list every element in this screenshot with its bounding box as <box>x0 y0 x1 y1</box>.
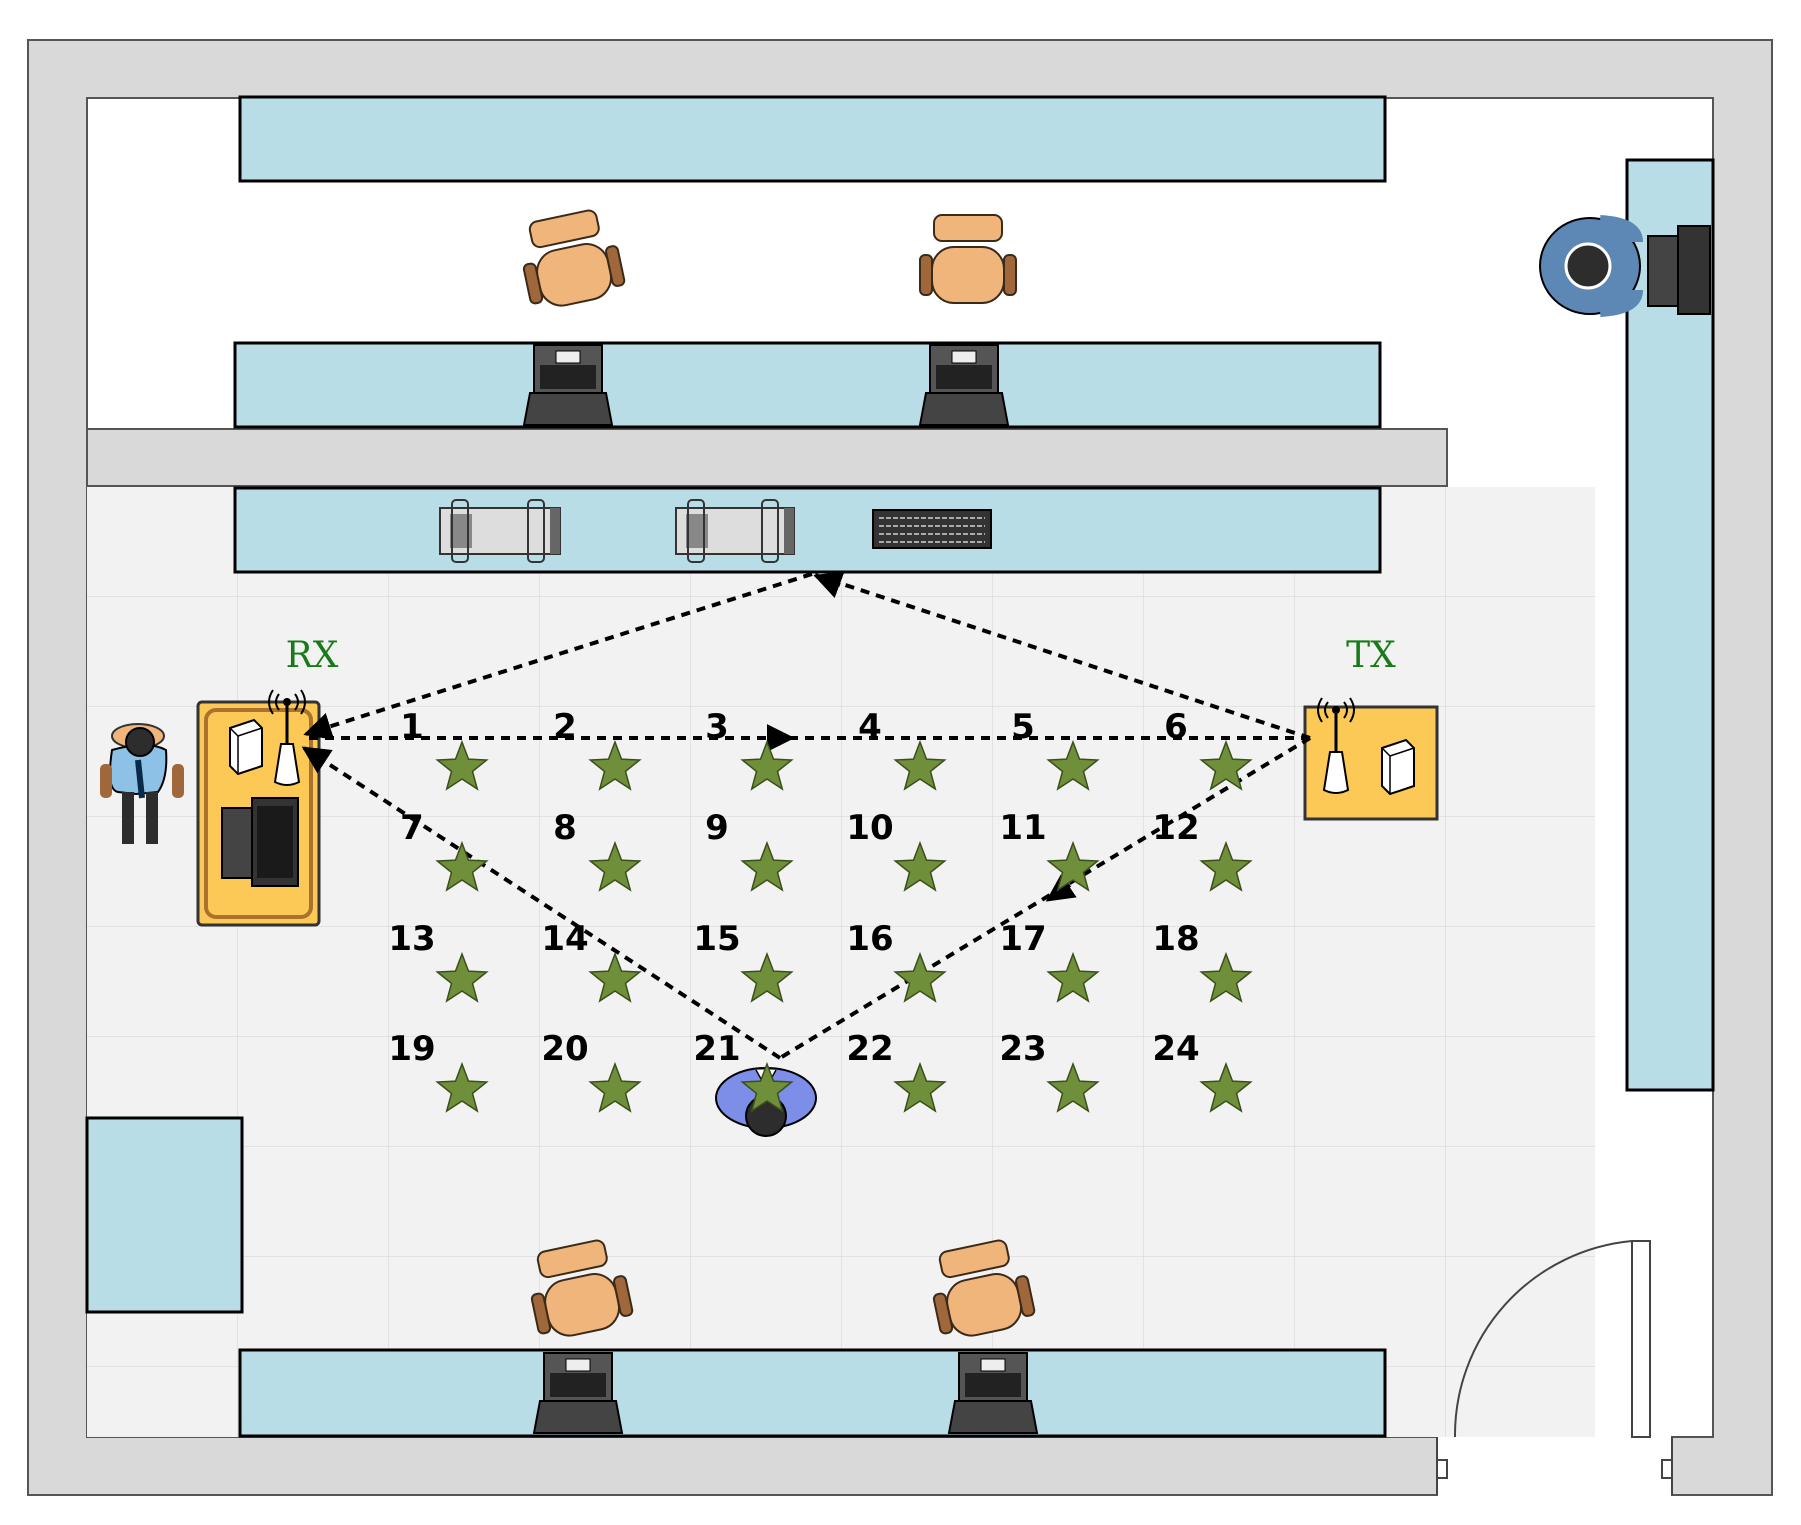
star-icon <box>435 951 489 1003</box>
location-number: 20 <box>541 1029 588 1069</box>
bottom-desk <box>238 1348 1387 1438</box>
rx-label: RX <box>286 635 339 676</box>
server-icon <box>229 718 263 776</box>
door-icon[interactable] <box>1436 1240 1673 1495</box>
star-icon <box>740 1061 794 1113</box>
star-icon <box>893 840 947 892</box>
location-number: 2 <box>553 707 577 747</box>
location-number: 8 <box>553 808 577 848</box>
star-icon <box>1046 739 1100 791</box>
laptop-icon <box>221 797 299 887</box>
location-number: 1 <box>400 707 424 747</box>
location-number: 6 <box>1164 707 1188 747</box>
location-number: 23 <box>999 1029 1046 1069</box>
laptop-icon <box>532 1352 624 1434</box>
person-arrow <box>1045 874 1077 902</box>
chair-icon <box>919 214 1017 304</box>
star-icon <box>1199 739 1253 791</box>
upper-desk <box>233 341 1382 429</box>
location-number: 3 <box>705 707 729 747</box>
equipment-desk <box>233 486 1382 574</box>
wall-to-rx-path <box>303 572 813 740</box>
interior-wall <box>86 428 1448 487</box>
location-number: 16 <box>846 919 893 959</box>
star-icon <box>588 951 642 1003</box>
furniture <box>85 95 1715 1438</box>
rx-desk <box>196 700 321 927</box>
wall-arrow <box>813 571 845 598</box>
location-number: 4 <box>858 707 882 747</box>
laptop-icon <box>522 344 614 426</box>
location-number: 14 <box>541 919 588 959</box>
laptop-icon <box>918 344 1010 426</box>
person-icon <box>1539 215 1643 317</box>
location-number: 21 <box>693 1029 740 1069</box>
star-icon <box>740 951 794 1003</box>
chair-icon <box>932 1239 1036 1337</box>
location-number: 19 <box>388 1029 435 1069</box>
star-icon <box>1046 840 1100 892</box>
location-number: 22 <box>846 1029 893 1069</box>
star-icon <box>1046 951 1100 1003</box>
location-number: 9 <box>705 808 729 848</box>
router-antenna-icon <box>1317 697 1355 794</box>
keyboard-icon <box>872 509 992 549</box>
location-number: 10 <box>846 808 893 848</box>
star-icon <box>435 739 489 791</box>
person-icon <box>100 723 184 844</box>
star-icon <box>740 739 794 791</box>
chair-icon <box>530 1239 634 1337</box>
star-icon <box>588 1061 642 1113</box>
star-icon <box>740 840 794 892</box>
location-number: 15 <box>693 919 740 959</box>
location-number: 11 <box>999 808 1046 848</box>
tx-desk <box>1303 705 1439 821</box>
signal-paths <box>301 571 1312 1060</box>
star-icon <box>893 739 947 791</box>
location-number: 12 <box>1152 808 1199 848</box>
star-icon <box>1199 1061 1253 1113</box>
star-icon <box>435 840 489 892</box>
star-icon <box>588 739 642 791</box>
location-number: 18 <box>1152 919 1199 959</box>
laptop-icon <box>1647 225 1711 315</box>
location-number: 5 <box>1011 707 1035 747</box>
star-icon <box>893 1061 947 1113</box>
tx-to-person-path <box>778 736 1312 1060</box>
star-icon <box>1046 1061 1100 1113</box>
router-antenna-icon <box>268 689 306 786</box>
location-number: 13 <box>388 919 435 959</box>
star-icon <box>588 840 642 892</box>
tx-label: TX <box>1346 635 1396 676</box>
laptop-icon <box>947 1352 1039 1434</box>
server-icon <box>1381 738 1415 796</box>
star-icon <box>1199 840 1253 892</box>
tx-to-wall-path <box>811 572 1311 740</box>
star-icon <box>1199 951 1253 1003</box>
server-icon <box>675 499 795 563</box>
location-number: 17 <box>999 919 1046 959</box>
room-walls <box>27 39 1773 1496</box>
location-number: 24 <box>1152 1029 1199 1069</box>
floor-tiles <box>87 487 1595 1437</box>
star-icon <box>893 951 947 1003</box>
chair-icon <box>522 209 626 307</box>
server-icon <box>439 499 561 563</box>
side-cabinet <box>85 1116 244 1314</box>
star-icon <box>435 1061 489 1113</box>
location-number: 7 <box>400 808 424 848</box>
top-bench <box>238 95 1387 183</box>
